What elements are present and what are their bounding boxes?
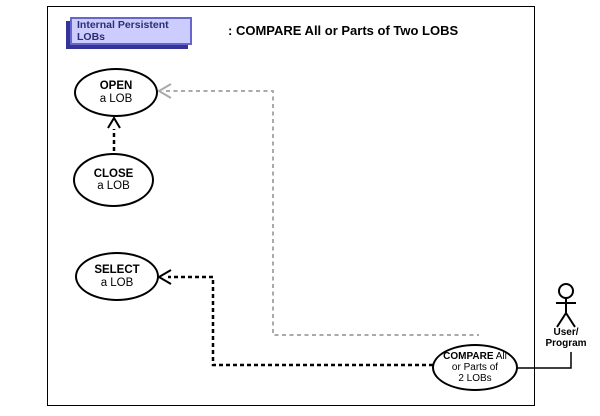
- arrowhead-up-icon: [107, 116, 121, 129]
- use-case-select-title: SELECT: [94, 264, 140, 276]
- use-case-close-title: CLOSE: [93, 167, 134, 180]
- diagram-frame: [47, 6, 535, 406]
- actor-label: User/ Program: [536, 327, 596, 349]
- connector-compare-to-select: [157, 269, 433, 367]
- use-case-open-title: OPEN: [99, 80, 133, 92]
- use-case-open-subtitle: a LOB: [99, 92, 133, 105]
- actor-icon: [556, 283, 576, 328]
- actor-label-line1: User/: [553, 327, 579, 338]
- use-case-compare-line3: 2 LOBs: [458, 373, 492, 384]
- diagram-title: : COMPARE All or Parts of Two LOBS: [228, 23, 459, 38]
- tag-line1: Internal Persistent: [77, 19, 169, 31]
- use-case-close-subtitle: a LOB: [97, 180, 130, 192]
- use-case-select-subtitle: a LOB: [100, 276, 134, 289]
- connector-compare-to-open: [157, 83, 479, 336]
- use-case-open: OPEN a LOB: [74, 68, 158, 117]
- connector-compare-to-actor: [517, 352, 572, 369]
- use-case-compare-title: COMPARE All: [443, 351, 507, 362]
- use-case-close: CLOSE a LOB: [73, 153, 154, 207]
- use-case-compare-line2: or Parts of: [451, 362, 499, 373]
- use-case-compare: COMPARE All or Parts of 2 LOBs: [432, 344, 518, 391]
- connector-close-to-open: [107, 116, 121, 151]
- arrowhead-select-icon: [157, 269, 172, 285]
- tag-line2: LOBs: [77, 30, 106, 43]
- arrowhead-open-icon: [157, 83, 172, 99]
- use-case-select: SELECT a LOB: [75, 252, 159, 301]
- diagram-tag: Internal Persistent LOBs: [70, 17, 192, 45]
- actor-label-line2: Program: [545, 337, 587, 349]
